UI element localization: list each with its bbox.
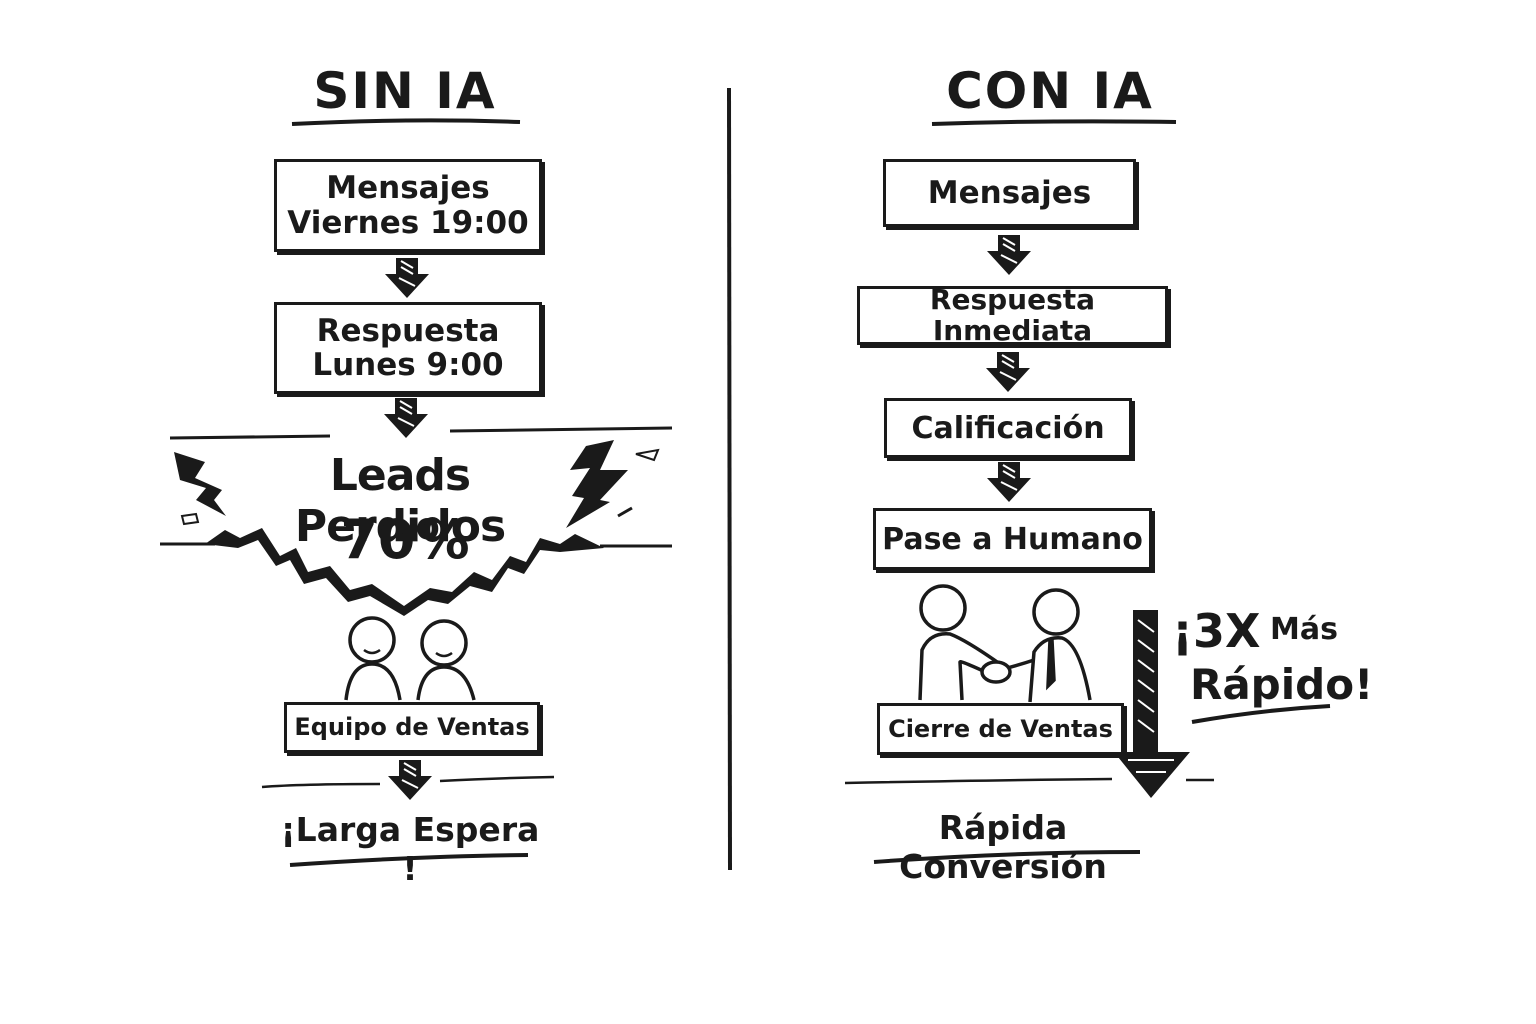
left-result-underline <box>289 853 529 867</box>
box-sales-team: Equipo de Ventas <box>284 702 540 753</box>
right-result: Rápida Conversión <box>899 808 1107 886</box>
box-close-sales: Cierre de Ventas <box>877 703 1124 755</box>
speed-line2: Rápido! <box>1190 660 1374 709</box>
debris-icon <box>180 512 200 526</box>
step4-label: Pase a Humano <box>882 521 1143 557</box>
debris-icon <box>635 448 660 462</box>
crack-top-line-left <box>169 434 331 440</box>
box2-line1: Respuesta <box>316 312 500 349</box>
right-arrow-3-icon <box>986 461 1032 503</box>
crack-top-line-right <box>449 426 673 433</box>
left-arrow-1-icon <box>384 257 430 299</box>
right-result-underline <box>873 850 1141 864</box>
step1-label: Mensajes <box>927 174 1092 211</box>
handshake-figures-icon <box>918 584 1092 703</box>
team-label: Equipo de Ventas <box>294 713 530 742</box>
box-handoff-human: Pase a Humano <box>873 508 1152 570</box>
box1-line2: Viernes 19:00 <box>287 204 529 241</box>
box-qualification: Calificación <box>884 398 1132 458</box>
left-result: ¡Larga Espera ! <box>280 810 540 888</box>
box-messages: Mensajes <box>883 159 1136 227</box>
box-messages-friday: Mensajes Viernes 19:00 <box>274 159 542 252</box>
lightning-right-icon <box>566 440 628 528</box>
right-arrow-2-icon <box>985 351 1031 393</box>
left-arrow-3-icon <box>387 759 433 801</box>
right-title: CON IA <box>946 62 1154 120</box>
right-title-underline <box>931 119 1177 126</box>
box2-line2: Lunes 9:00 <box>312 347 504 383</box>
sales-team-figures-icon <box>344 616 476 701</box>
ground-crack-icon <box>205 528 604 616</box>
right-bottom-line-a <box>844 777 1113 785</box>
step3-label: Calificación <box>911 410 1105 446</box>
step2-label: Respuesta Inmediata <box>929 282 1096 347</box>
left-bottom-line-a <box>261 782 381 789</box>
speed-big: ¡3X <box>1172 604 1261 658</box>
left-title-underline <box>291 118 521 126</box>
box-immediate-response: Respuesta Inmediata <box>857 282 1168 347</box>
box1-line1: Mensajes <box>326 170 490 207</box>
lightning-left-icon <box>174 452 226 516</box>
leads-lost-value: 70% <box>340 508 470 571</box>
leads-lost-label: Leads Perdidos <box>294 450 506 552</box>
speed-underline <box>1191 704 1331 724</box>
center-divider <box>727 87 732 871</box>
close-label: Cierre de Ventas <box>888 714 1113 743</box>
box-response-monday: Respuesta Lunes 9:00 <box>274 302 542 394</box>
right-arrow-1-icon <box>986 234 1032 276</box>
speed-small: Más <box>1270 612 1338 647</box>
speed-down-arrow-icon <box>1114 610 1190 798</box>
left-title: SIN IA <box>313 62 497 120</box>
left-bottom-line-b <box>439 775 555 783</box>
debris-icon <box>617 506 633 518</box>
left-arrow-2-icon <box>383 397 429 439</box>
